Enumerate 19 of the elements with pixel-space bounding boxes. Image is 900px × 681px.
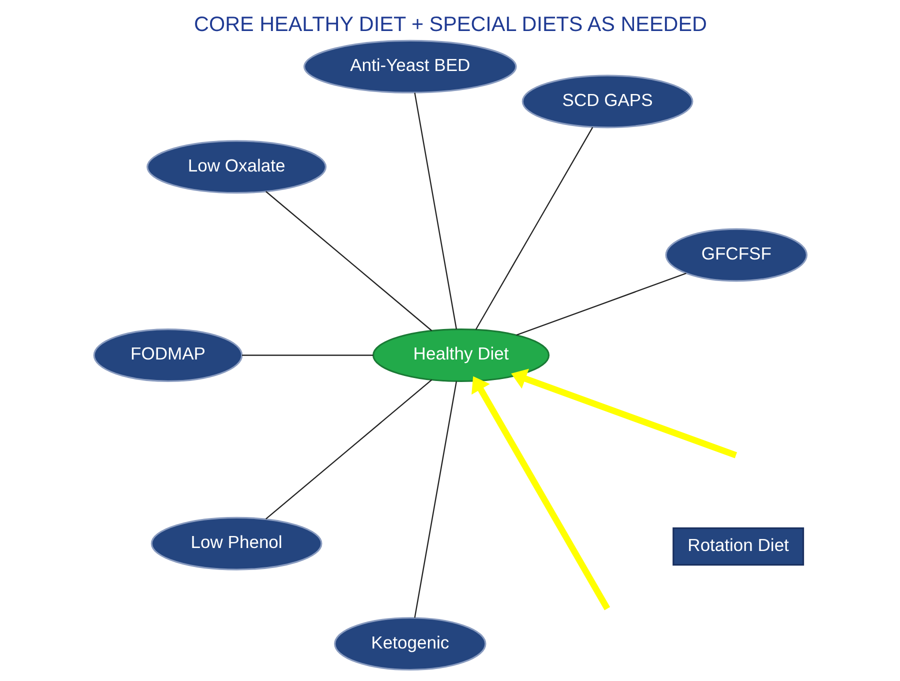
arrow (471, 376, 610, 610)
connector (516, 272, 686, 336)
node-ellipse: Ketogenic (334, 617, 486, 671)
connector (414, 381, 456, 618)
node-box: Rotation Diet (672, 527, 804, 566)
node-ellipse: Healthy Diet (372, 328, 550, 382)
diagram-title: CORE HEALTHY DIET + SPECIAL DIETS AS NEEDED (194, 13, 706, 36)
node-ellipse: Low Oxalate (146, 140, 326, 194)
node-ellipse: Anti-Yeast BED (302, 40, 516, 94)
connector (265, 379, 432, 520)
node-ellipse: SCD GAPS (521, 74, 693, 128)
connector (242, 354, 373, 356)
node-ellipse: GFCFSF (664, 228, 808, 282)
connector (474, 126, 593, 330)
arrow (510, 368, 737, 458)
node-ellipse: Low Phenol (150, 516, 322, 570)
node-ellipse: FODMAP (92, 328, 242, 382)
connector (414, 92, 456, 330)
connector (265, 191, 432, 332)
